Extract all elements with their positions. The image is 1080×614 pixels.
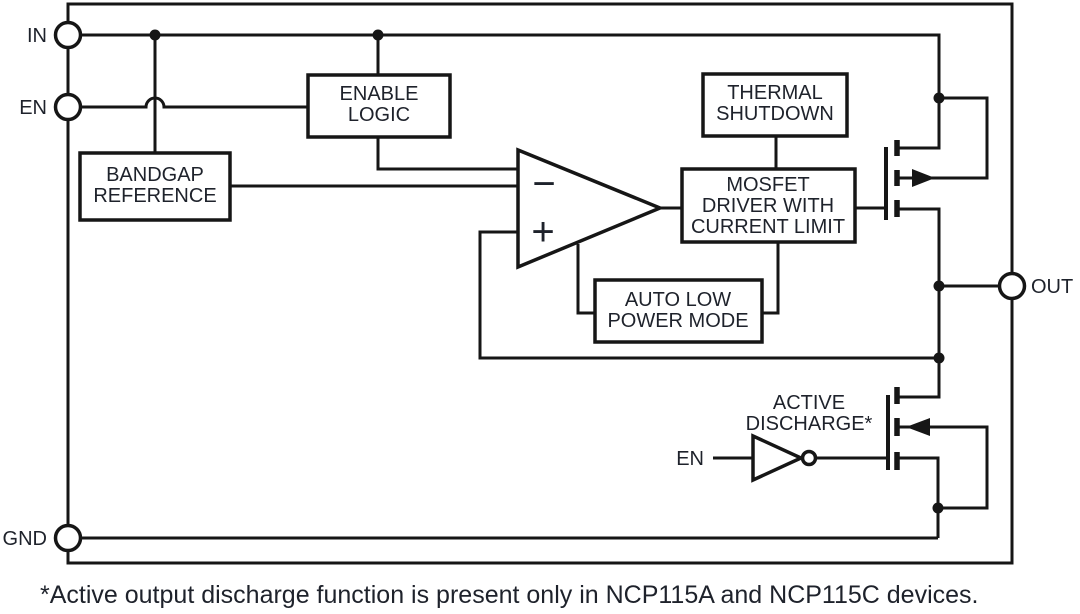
alpm-label-2: POWER MODE <box>607 310 748 332</box>
driver-label-3: CURRENT LIMIT <box>691 216 845 238</box>
in-pin-label: IN <box>27 25 47 47</box>
pin-out: OUT <box>997 271 1073 301</box>
out-pin-circle <box>997 271 1027 301</box>
bandgap-label-1: BANDGAP <box>106 164 204 186</box>
en-pin-label: EN <box>19 97 47 119</box>
wire-feedback <box>478 230 939 360</box>
block-mosfet-driver: MOSFET DRIVER WITH CURRENT LIMIT <box>680 167 857 244</box>
junction-feedback <box>933 352 945 364</box>
discharge-fet-body-arrow <box>906 418 930 436</box>
thermal-box <box>701 72 849 138</box>
wire-pass-fet-body <box>897 96 989 180</box>
enable-logic-label-2: LOGIC <box>348 104 410 126</box>
junction-in-bandgap <box>149 29 161 41</box>
alpm-box <box>593 278 764 344</box>
enable-inverter: EN ACTIVE DISCHARGE* <box>676 392 873 483</box>
gnd-pin-circle <box>53 523 83 553</box>
driver-box <box>680 167 857 244</box>
enable-logic-label-1: ENABLE <box>340 83 419 105</box>
block-thermal-shutdown: THERMAL SHUTDOWN <box>701 72 849 138</box>
pass-fet-body-arrow <box>912 169 935 187</box>
junction-in-enable <box>372 29 384 41</box>
bandgap-box <box>78 151 232 222</box>
en-pin-circle <box>53 92 83 122</box>
thermal-label-1: THERMAL <box>727 82 823 104</box>
wire-alpm-to-amp <box>576 244 595 315</box>
pin-en: EN <box>19 92 83 122</box>
pass-mosfet <box>884 140 935 220</box>
bandgap-label-2: REFERENCE <box>93 185 216 207</box>
wires <box>80 33 1000 540</box>
error-amplifier: − + <box>516 147 665 270</box>
junction-dots <box>149 29 945 514</box>
wire-enable-logic-to-amp <box>376 137 518 171</box>
active-discharge-label-1: ACTIVE <box>773 392 845 414</box>
wire-discharge-source <box>897 456 940 538</box>
junction-out-node <box>933 280 945 292</box>
inverter-triangle <box>751 433 806 483</box>
junction-discharge-gnd <box>932 502 944 514</box>
active-discharge-label-2: DISCHARGE* <box>746 413 873 435</box>
driver-label-2: DRIVER WITH <box>702 195 834 217</box>
inverter-en-label: EN <box>676 448 704 470</box>
wire-driver-to-alpm <box>762 242 780 315</box>
opamp-triangle <box>516 147 665 270</box>
wire-pass-fet-drain <box>897 207 941 286</box>
out-pin-label: OUT <box>1031 276 1073 298</box>
alpm-label-1: AUTO LOW <box>625 289 731 311</box>
block-bandgap-reference: BANDGAP REFERENCE <box>78 151 232 222</box>
wire-in-rail <box>80 33 941 150</box>
wire-discharge-body <box>897 425 989 510</box>
gnd-pin-label: GND <box>3 528 47 550</box>
ic-boundary <box>66 2 1014 565</box>
opamp-plus-symbol: + <box>531 210 554 254</box>
footnote-text: *Active output discharge function is pre… <box>40 581 979 609</box>
block-enable-logic: ENABLE LOGIC <box>306 73 452 139</box>
opamp-minus-symbol: − <box>532 162 555 206</box>
junction-pass-body <box>933 92 945 104</box>
pin-in: IN <box>27 20 83 50</box>
pin-gnd: GND <box>3 523 83 553</box>
discharge-mosfet <box>886 387 930 470</box>
in-pin-circle <box>53 20 83 50</box>
enable-logic-box <box>306 73 452 139</box>
inverter-bubble <box>800 449 818 467</box>
block-auto-low-power: AUTO LOW POWER MODE <box>593 278 764 344</box>
wire-out-to-discharge <box>897 286 941 399</box>
wire-en-to-enable-logic <box>80 96 308 109</box>
driver-label-1: MOSFET <box>726 174 809 196</box>
thermal-label-2: SHUTDOWN <box>716 103 834 125</box>
